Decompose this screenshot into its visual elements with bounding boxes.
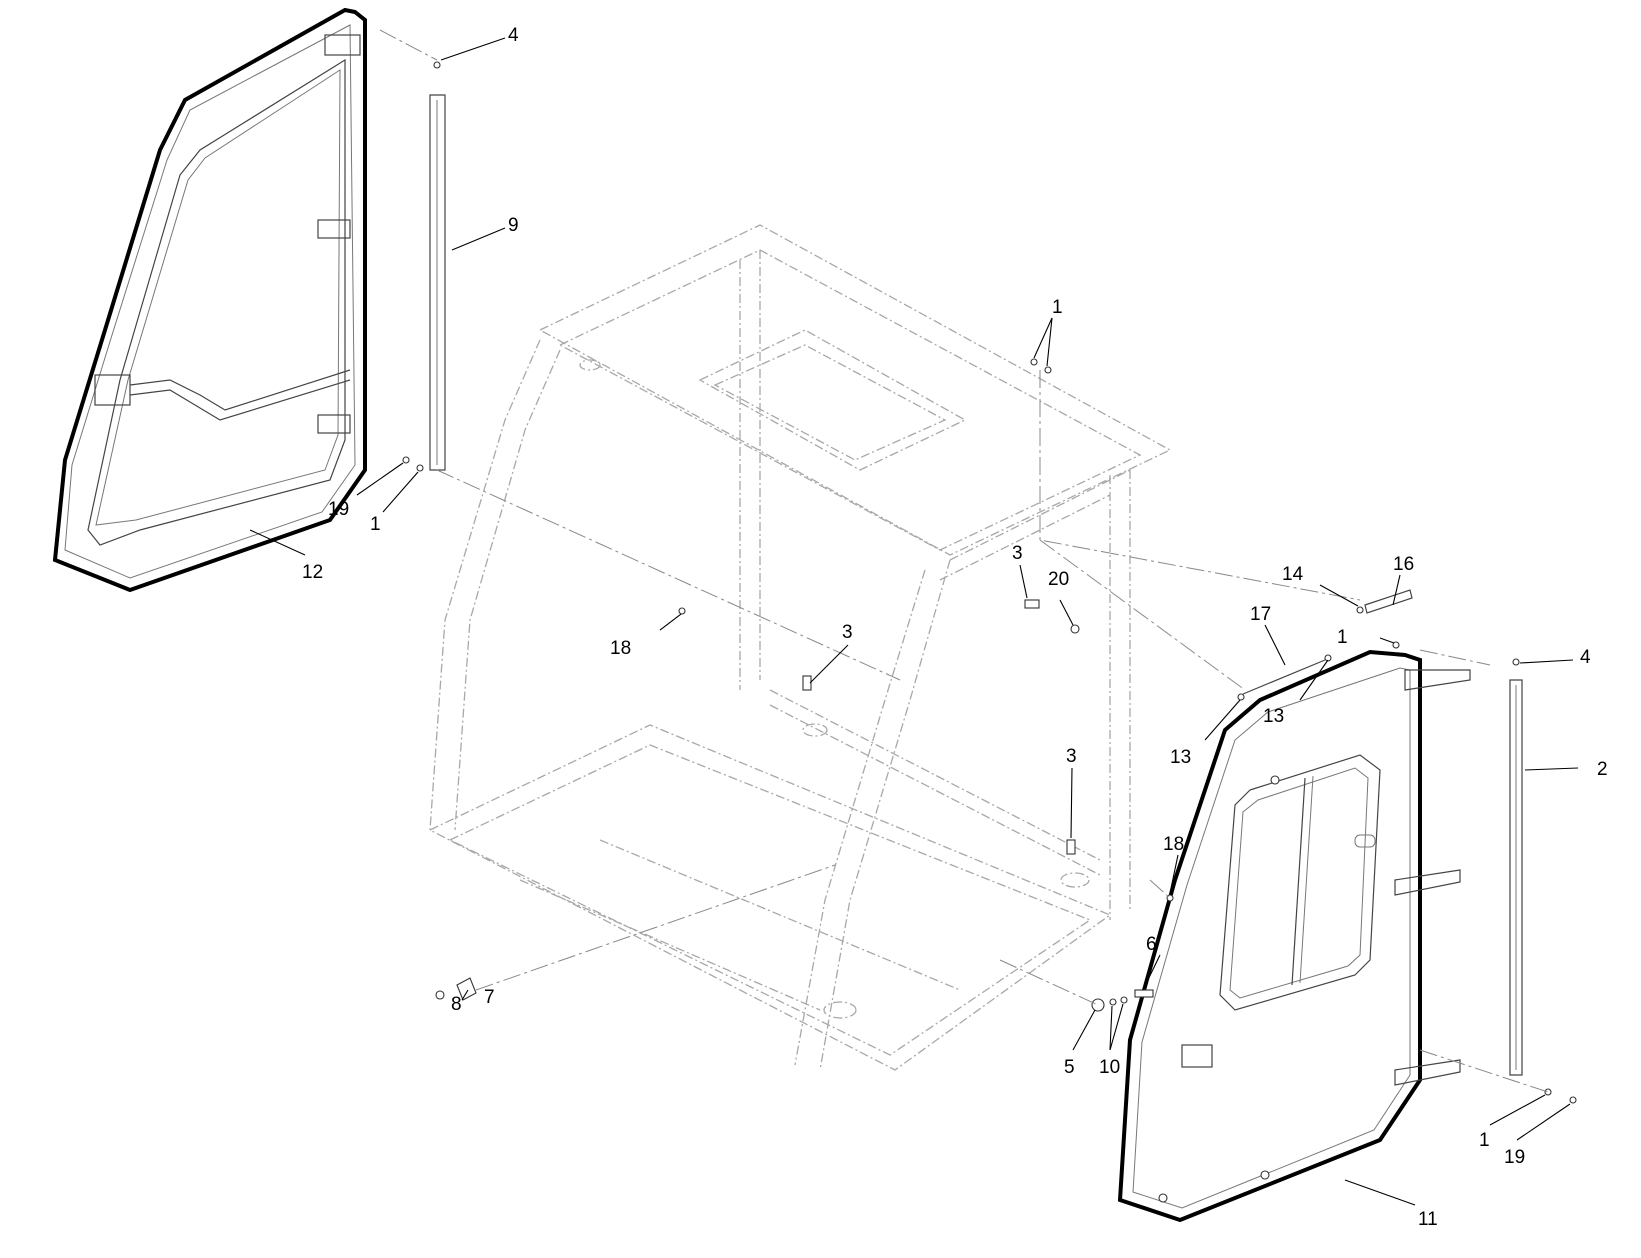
callout-19-left: 19 (328, 499, 349, 520)
callout-2: 2 (1597, 759, 1608, 780)
left-door-lower-hinge (317, 414, 351, 434)
callout-leaders (249, 37, 1579, 1206)
callout-11: 11 (1418, 1209, 1438, 1230)
callout-13-upper: 13 (1263, 706, 1284, 727)
cab-frame (428, 224, 1172, 1071)
callout-20: 20 (1048, 569, 1069, 590)
callout-10: 10 (1099, 1057, 1120, 1078)
callout-1-left: 1 (370, 514, 381, 535)
left-door-mid-hinge (317, 219, 351, 239)
left-hinge-pin (433, 61, 441, 69)
front-pillar-left (429, 339, 541, 831)
callout-1-right-top: 1 (1337, 627, 1348, 648)
callout-1-roof: 1 (1052, 297, 1063, 318)
callout-3-mid: 3 (842, 622, 853, 643)
callout-labels: 4 9 19 1 12 1 3 20 14 16 18 3 17 1 4 13 … (302, 25, 1608, 1230)
callout-5: 5 (1064, 1057, 1075, 1078)
front-pillar-right (819, 559, 951, 1071)
callout-3-lower: 3 (1066, 746, 1077, 767)
right-door-assembly (1117, 649, 1471, 1223)
callout-9: 9 (508, 215, 519, 236)
gas-strut (1364, 589, 1413, 614)
right-door-lower-hinge (1394, 1059, 1461, 1086)
left-door-frame-tube (87, 58, 346, 546)
left-hinge-strip (429, 61, 446, 471)
left-door-latch (94, 374, 131, 406)
callout-16: 16 (1393, 554, 1414, 575)
loose-hardware (402, 358, 1577, 1104)
callout-12: 12 (302, 562, 323, 583)
right-door-mid-hinge (1394, 869, 1461, 896)
callout-4-right: 4 (1580, 647, 1591, 668)
callout-18-right: 18 (1163, 834, 1184, 855)
callout-7: 7 (484, 987, 495, 1008)
right-door-sliding-window (1219, 754, 1381, 1011)
callout-4-left-top: 4 (508, 25, 519, 46)
right-door-upper-hinge (1404, 669, 1471, 691)
right-door-glass-edge (1117, 649, 1422, 1223)
left-door-handle-rod (129, 369, 351, 411)
right-door-latch (1181, 1044, 1213, 1068)
right-hinge-strip (1509, 658, 1523, 1076)
strut-ball-stud (1356, 606, 1364, 614)
callout-18-left: 18 (610, 638, 631, 659)
roof-hatch-opening (698, 329, 967, 471)
assembly-phantom-lines (379, 29, 1549, 1093)
door-check-link (1242, 659, 1326, 695)
callout-13-lower: 13 (1170, 747, 1191, 768)
left-door-assembly (52, 7, 367, 593)
callout-14: 14 (1282, 564, 1304, 585)
callout-3-upper: 3 (1012, 543, 1023, 564)
right-hinge-pin (1512, 658, 1520, 666)
callout-8: 8 (451, 994, 462, 1015)
callout-17: 17 (1250, 604, 1271, 625)
left-door-glass-edge (52, 7, 367, 593)
callout-19-right: 19 (1504, 1147, 1525, 1168)
callout-6: 6 (1146, 934, 1157, 955)
cab-floor (428, 724, 1112, 1071)
callout-1-right-bottom: 1 (1479, 1130, 1490, 1151)
left-door-upper-hinge (324, 34, 361, 56)
